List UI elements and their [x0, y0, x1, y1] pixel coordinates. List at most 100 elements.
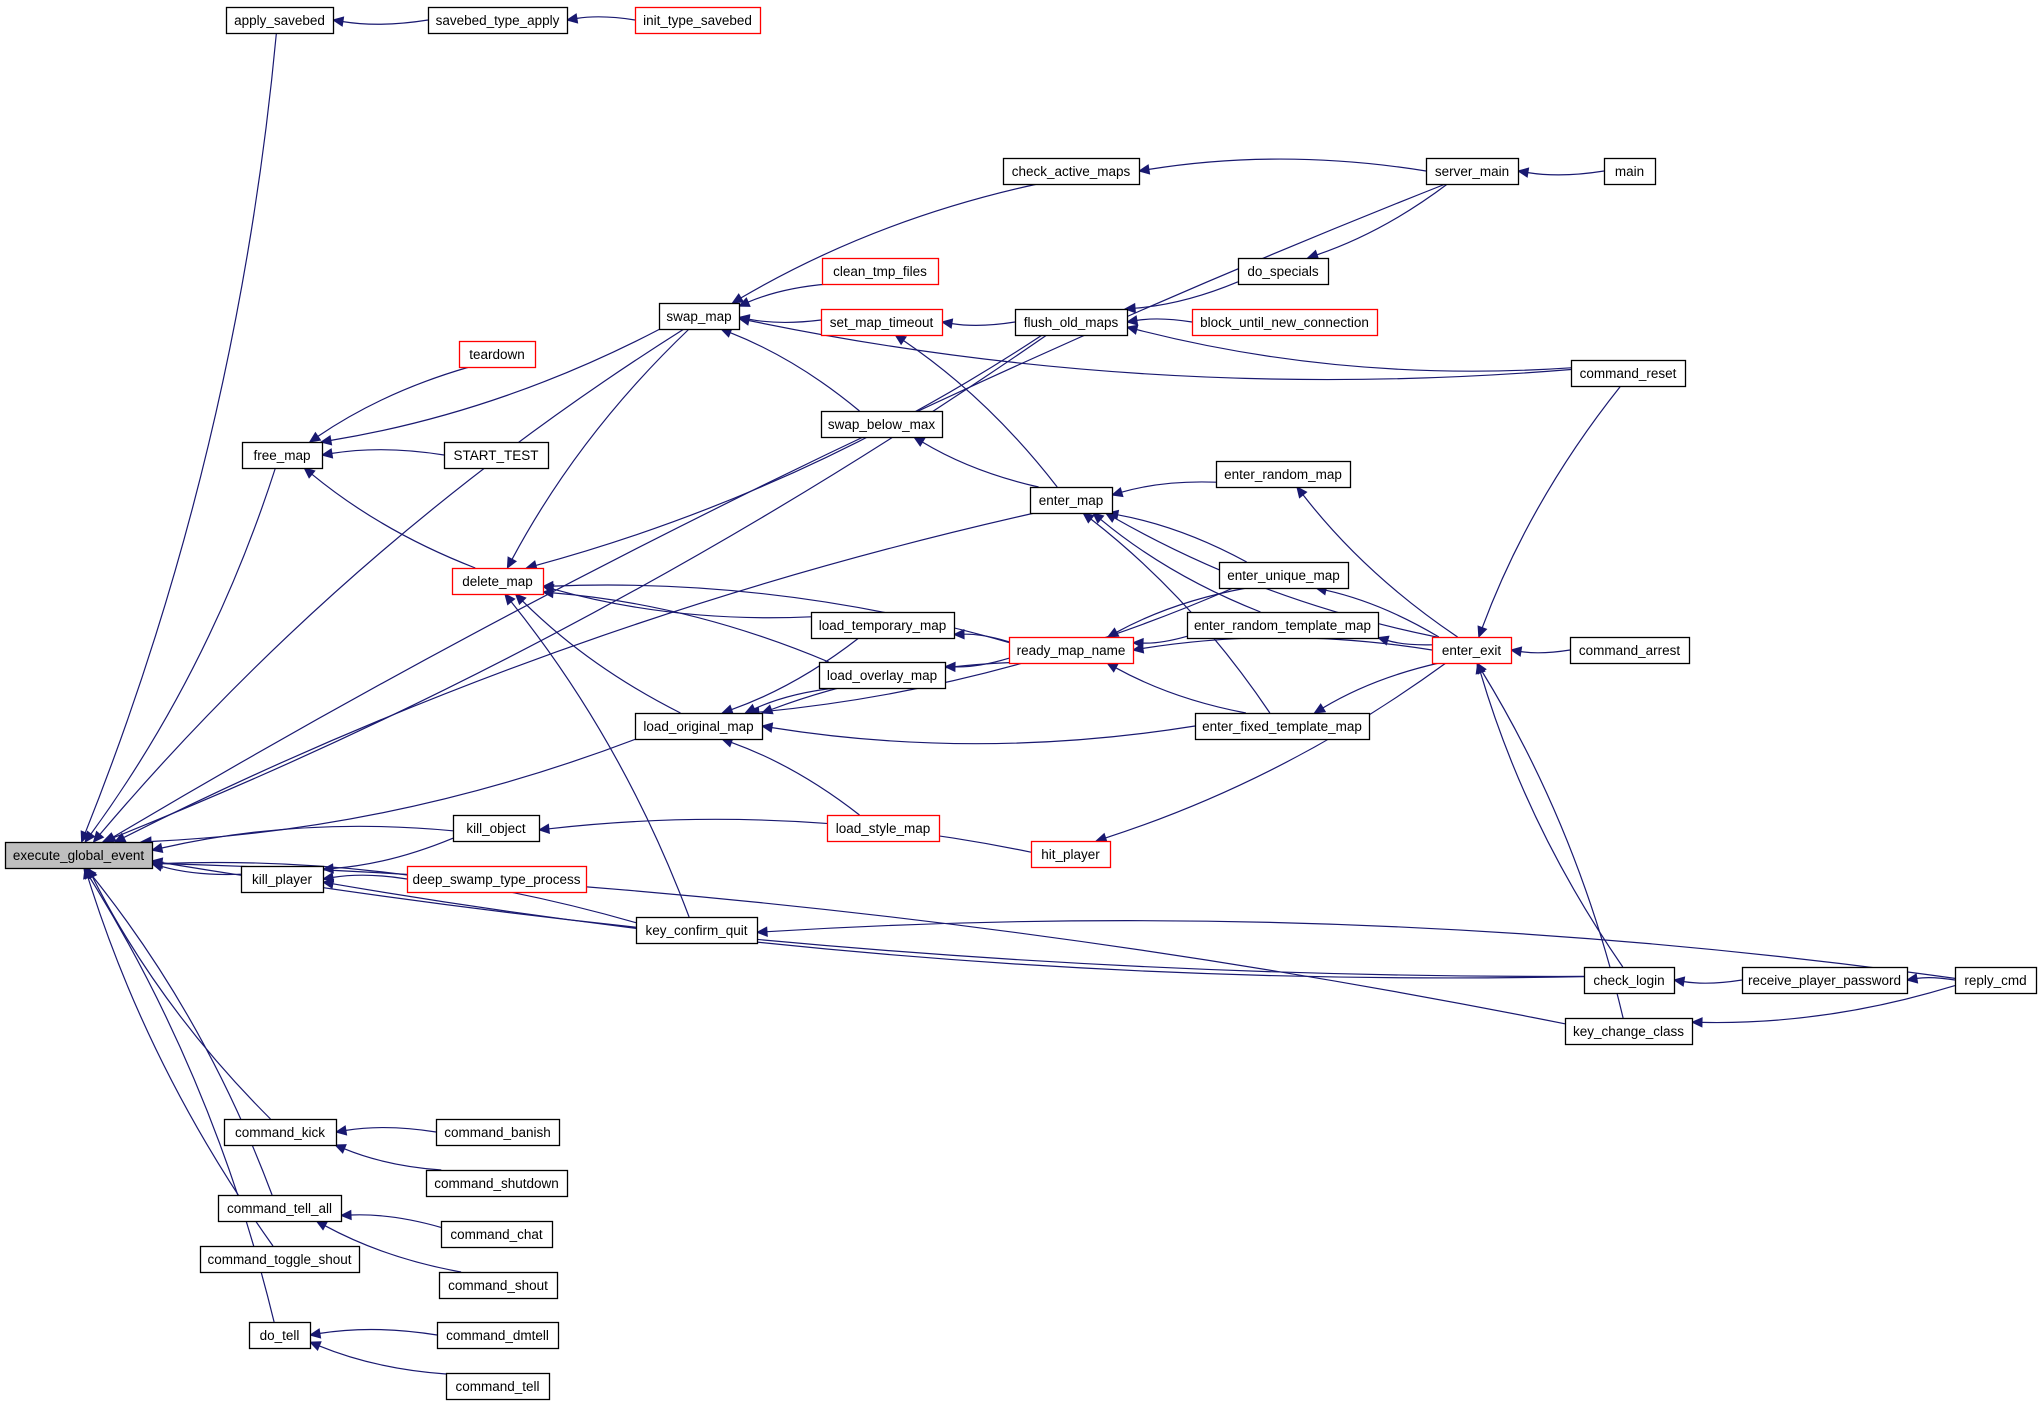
node-kill-object[interactable]: kill_object: [452, 814, 541, 843]
node-check-active-maps[interactable]: check_active_maps: [1002, 157, 1141, 186]
node-label: command_arrest: [1579, 643, 1681, 658]
node-server-main[interactable]: server_main: [1425, 157, 1520, 186]
node-load-overlay-map[interactable]: load_overlay_map: [818, 661, 947, 690]
node-init-type-savebed[interactable]: init_type_savebed: [634, 6, 762, 35]
edge-reply_cmd-to-key_confirm_quit: [755, 920, 1956, 979]
node-swap-below-max[interactable]: swap_below_max: [820, 410, 944, 439]
node-label: enter_exit: [1442, 643, 1502, 658]
node-command-dmtell[interactable]: command_dmtell: [436, 1321, 560, 1350]
node-label: command_chat: [450, 1227, 543, 1242]
node-command-chat[interactable]: command_chat: [440, 1220, 554, 1249]
node-ready-map-name[interactable]: ready_map_name: [1008, 636, 1135, 665]
edge-enter_unique_map-to-enter_map: [1106, 509, 1247, 563]
node-command-reset[interactable]: command_reset: [1570, 359, 1687, 388]
edge-key_change_class-to-enter_exit: [1476, 661, 1624, 1019]
edge-do_specials-to-flush_old_maps: [1123, 281, 1239, 314]
arrowhead-icon: [321, 863, 334, 874]
node-label: command_shout: [448, 1278, 548, 1293]
node-box: [1030, 840, 1112, 869]
arrowhead-icon: [1476, 661, 1487, 675]
node-do-specials[interactable]: do_specials: [1237, 257, 1330, 286]
node-command-tell-all[interactable]: command_tell_all: [217, 1194, 343, 1223]
node-enter-unique-map[interactable]: enter_unique_map: [1218, 561, 1350, 590]
node-command-shutdown[interactable]: command_shutdown: [425, 1169, 569, 1198]
node-key-confirm-quit[interactable]: key_confirm_quit: [635, 916, 759, 945]
node-enter-map[interactable]: enter_map: [1029, 486, 1114, 515]
node-start-test[interactable]: START_TEST: [443, 441, 550, 470]
node-command-shout[interactable]: command_shout: [438, 1271, 559, 1300]
node-box: [1603, 157, 1657, 186]
node-label: enter_random_template_map: [1194, 618, 1371, 633]
arrowhead-icon: [1125, 324, 1139, 335]
edge-command_tell-to-do_tell: [308, 1341, 447, 1375]
node-label: kill_player: [252, 872, 313, 887]
node-box: [635, 916, 759, 945]
node-label: command_dmtell: [446, 1328, 549, 1343]
node-do-tell[interactable]: do_tell: [248, 1321, 312, 1350]
node-load-temporary-map[interactable]: load_temporary_map: [810, 611, 956, 640]
node-command-toggle-shout[interactable]: command_toggle_shout: [199, 1245, 361, 1274]
node-label: execute_global_event: [13, 848, 145, 863]
node-receive-player-password[interactable]: receive_player_password: [1741, 966, 1909, 995]
node-label: enter_fixed_template_map: [1202, 719, 1362, 734]
node-enter-exit[interactable]: enter_exit: [1431, 636, 1513, 665]
node-load-style-map[interactable]: load_style_map: [826, 814, 941, 843]
edge-line: [319, 1345, 447, 1375]
arrowhead-icon: [1313, 703, 1327, 714]
edge-key_confirm_quit-to-delete_map: [504, 593, 690, 918]
node-hit-player[interactable]: hit_player: [1030, 840, 1112, 869]
node-box: [1570, 359, 1687, 388]
node-label: enter_random_map: [1224, 467, 1342, 482]
node-enter-random-map[interactable]: enter_random_map: [1215, 460, 1352, 489]
edge-flush_old_maps-to-set_map_timeout: [940, 318, 1016, 329]
node-block-until-new-connection[interactable]: block_until_new_connection: [1191, 308, 1379, 337]
edge-line: [317, 366, 470, 437]
edge-line: [731, 741, 860, 816]
edge-line: [766, 920, 1956, 979]
node-deep-swamp-type-process[interactable]: deep_swamp_type_process: [406, 865, 588, 894]
node-delete-map[interactable]: delete_map: [451, 567, 545, 596]
node-box: [4, 841, 154, 870]
node-label: reply_cmd: [1964, 973, 2026, 988]
arrowhead-icon: [321, 878, 335, 890]
edge-line: [332, 874, 408, 880]
node-enter-random-template-map[interactable]: enter_random_template_map: [1186, 611, 1380, 640]
edge-check_login-to-kill_player: [321, 878, 1585, 979]
node-flush-old-maps[interactable]: flush_old_maps: [1014, 308, 1129, 337]
node-check-login[interactable]: check_login: [1583, 966, 1676, 995]
node-main[interactable]: main: [1603, 157, 1657, 186]
edge-line: [1481, 671, 1624, 1019]
node-load-original-map[interactable]: load_original_map: [634, 712, 764, 741]
arrowhead-icon: [113, 832, 127, 843]
node-swap-map[interactable]: swap_map: [658, 302, 741, 331]
node-set-map-timeout[interactable]: set_map_timeout: [820, 308, 944, 337]
node-box: [1194, 712, 1371, 741]
arrowhead-icon: [737, 297, 751, 307]
node-key-change-class[interactable]: key_change_class: [1564, 1017, 1694, 1046]
node-command-arrest[interactable]: command_arrest: [1569, 636, 1691, 665]
edge-enter_unique_map-to-ready_map_name: [1106, 587, 1247, 638]
node-box: [1002, 157, 1141, 186]
node-command-banish[interactable]: command_banish: [435, 1118, 561, 1147]
arrowhead-icon: [744, 703, 757, 714]
node-apply-savebed[interactable]: apply_savebed: [225, 6, 335, 35]
node-savebed-type-apply[interactable]: savebed_type_apply: [427, 6, 569, 35]
node-kill-player[interactable]: kill_player: [240, 865, 325, 894]
node-execute-global-event[interactable]: execute_global_event: [4, 841, 154, 870]
edge-line: [1148, 158, 1427, 172]
node-box: [658, 302, 741, 331]
arrowhead-icon: [1131, 643, 1145, 654]
node-teardown[interactable]: teardown: [458, 340, 537, 369]
node-command-tell[interactable]: command_tell: [445, 1372, 551, 1401]
node-command-kick[interactable]: command_kick: [223, 1118, 338, 1147]
node-enter-fixed-template-map[interactable]: enter_fixed_template_map: [1194, 712, 1371, 741]
edge-command_shutdown-to-command_kick: [334, 1144, 442, 1171]
edge-line: [1479, 672, 1624, 968]
node-free-map[interactable]: free_map: [241, 441, 324, 470]
edge-free_map-to-execute_global_event: [84, 467, 276, 843]
node-reply-cmd[interactable]: reply_cmd: [1954, 966, 2038, 995]
node-box: [406, 865, 588, 894]
node-clean-tmp-files[interactable]: clean_tmp_files: [821, 257, 940, 286]
edge-command_banish-to-command_kick: [334, 1125, 437, 1136]
node-label: hit_player: [1041, 847, 1100, 862]
